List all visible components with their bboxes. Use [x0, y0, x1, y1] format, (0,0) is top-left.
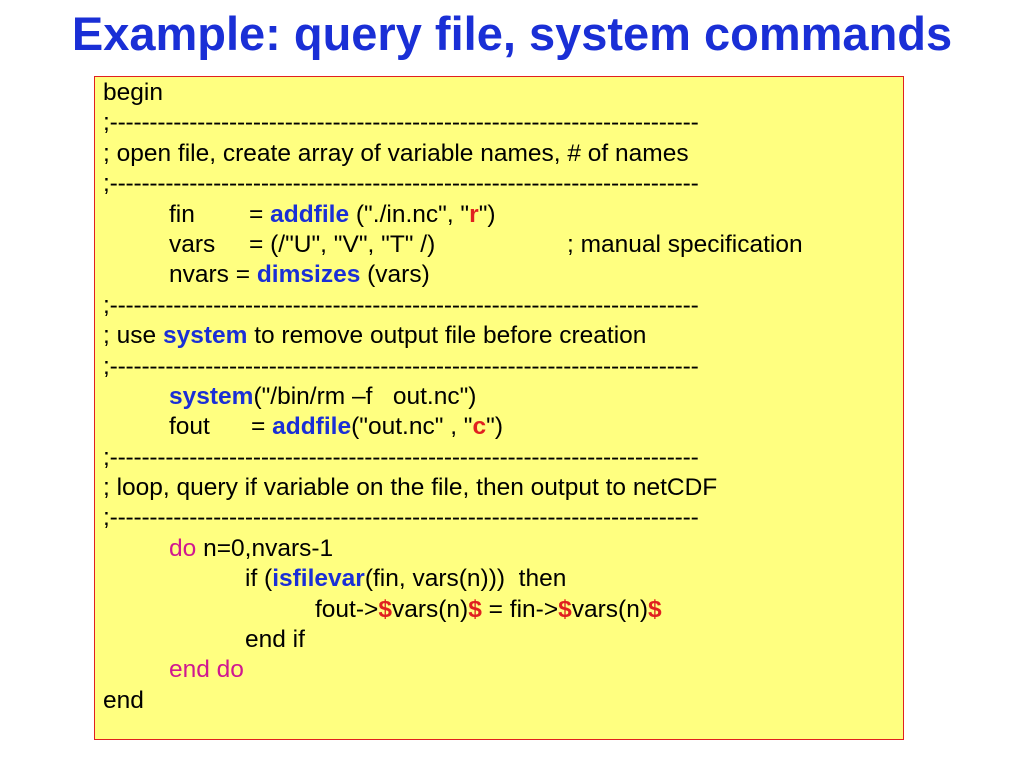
- code-args-end: "): [478, 200, 496, 228]
- code-separator: ;---------------------------------------…: [103, 443, 699, 471]
- code-block: begin ;---------------------------------…: [94, 76, 904, 740]
- code-line-fout: fout = addfile("out.nc" , "c"): [103, 412, 903, 442]
- code-args: ("/bin/rm –f out.nc"): [253, 382, 477, 410]
- code-if-args: (fin, vars(n))) then: [364, 565, 567, 593]
- code-args: ("./in.nc", ": [349, 200, 470, 228]
- code-fn-addfile: addfile: [270, 200, 350, 228]
- code-line-fin: fin = addfile ("./in.nc", "r"): [103, 200, 903, 230]
- code-line-vars: vars = (/"U", "V", "T" /) ; manual specifi…: [103, 230, 903, 260]
- code-separator: ;---------------------------------------…: [103, 504, 699, 532]
- code-line-end: end: [103, 686, 144, 714]
- code-dollar: $: [378, 595, 392, 623]
- code-mode-c: c: [472, 413, 487, 441]
- code-kw-system: system: [162, 322, 248, 350]
- code-line-assign: fout->$vars(n)$ = fin->$vars(n)$: [103, 595, 903, 625]
- code-vars-n: vars(n): [571, 595, 648, 623]
- code-dollar: $: [558, 595, 572, 623]
- code-fout-ref: fout->: [315, 595, 379, 623]
- code-dollar: $: [648, 595, 662, 623]
- code-var-vars: vars: [169, 230, 216, 258]
- code-var-nvars: nvars =: [169, 261, 257, 289]
- code-mode-r: r: [469, 200, 479, 228]
- code-comment-manual: ; manual specification: [567, 230, 803, 258]
- code-comment-text: ; use: [103, 322, 163, 350]
- code-comment-text: to remove output file before creation: [247, 322, 647, 350]
- code-separator: ;---------------------------------------…: [103, 109, 699, 137]
- code-fn-addfile: addfile: [272, 413, 352, 441]
- code-line-if: if (isfilevar(fin, vars(n))) then: [103, 564, 903, 594]
- code-dollar: $: [468, 595, 482, 623]
- code-args-end: "): [486, 413, 504, 441]
- code-fn-isfilevar: isfilevar: [272, 565, 365, 593]
- code-fin-ref: = fin->: [481, 595, 559, 623]
- code-comment-open-file: ; open file, create array of variable na…: [103, 139, 689, 167]
- code-comment-loop: ; loop, query if variable on the file, t…: [103, 474, 718, 502]
- code-line-end-if: end if: [245, 626, 305, 654]
- code-vars-n: vars(n): [391, 595, 469, 623]
- code-separator: ;---------------------------------------…: [103, 170, 699, 198]
- code-line-end-do: end do: [169, 656, 244, 684]
- code-vars-assign: = (/"U", "V", "T" /): [249, 230, 436, 258]
- code-eq: =: [249, 200, 271, 228]
- code-eq: =: [251, 413, 273, 441]
- code-line-do: do n=0,nvars-1: [103, 534, 903, 564]
- code-args: ("out.nc" , ": [351, 413, 473, 441]
- code-var-fout: fout: [169, 413, 210, 441]
- code-line-system: system("/bin/rm –f out.nc"): [103, 382, 903, 412]
- code-if-open: if (: [245, 565, 273, 593]
- code-line-nvars: nvars = dimsizes (vars): [103, 260, 903, 290]
- code-var-fin: fin: [169, 200, 195, 228]
- code-line-begin: begin: [103, 79, 163, 106]
- code-comment-use-system: ; use system to remove output file befor…: [103, 321, 903, 351]
- code-separator: ;---------------------------------------…: [103, 291, 699, 319]
- code-fn-dimsizes: dimsizes: [256, 261, 361, 289]
- code-kw-do: do: [169, 534, 197, 562]
- code-do-range: n=0,nvars-1: [196, 534, 334, 562]
- code-args: (vars): [360, 261, 430, 289]
- code-fn-system: system: [169, 382, 254, 410]
- code-separator: ;---------------------------------------…: [103, 352, 699, 380]
- slide-title: Example: query file, system commands: [71, 7, 953, 60]
